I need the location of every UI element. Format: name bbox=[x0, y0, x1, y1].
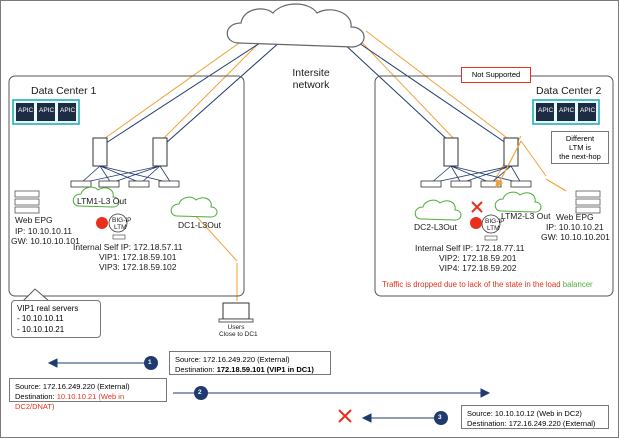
note-line2: LTM is bbox=[569, 143, 591, 152]
flow2-dest-prefix: Destination: bbox=[15, 391, 57, 401]
dc2-apic-cluster bbox=[532, 99, 600, 125]
dc2-spine-switches bbox=[443, 137, 519, 167]
apic-label: APIC bbox=[580, 107, 596, 114]
traffic-dropped-green: balancer bbox=[562, 280, 593, 289]
not-supported-text: Not Supported bbox=[471, 70, 521, 79]
dc1-f5-icon bbox=[96, 217, 108, 229]
dc1-ltm-label-top: BIG-IP bbox=[112, 217, 132, 224]
dc2-web-epg-label: Web EPG bbox=[556, 212, 594, 222]
dc2-ip: IP: 10.10.10.21 bbox=[546, 222, 604, 232]
flow2-number: 2 bbox=[198, 389, 202, 396]
dc1-leaf-mesh bbox=[80, 165, 172, 184]
dc1-vip1: VIP1: 172.18.59.101 bbox=[99, 252, 177, 262]
callout-title: VIP1 real servers bbox=[17, 304, 79, 313]
flow1-dest-prefix: Destination: bbox=[175, 364, 217, 374]
dc1-ip: IP: 10.10.10.11 bbox=[15, 226, 73, 236]
flow2-dest-value: 10.10.10.21 (Web in DC2/DNAT) bbox=[15, 391, 125, 411]
dc2-l3out-cloud bbox=[414, 199, 462, 221]
flow1-destination: Destination: 172.18.59.101 (VIP1 in DC1) bbox=[175, 365, 325, 375]
callout-item2: - 10.10.10.21 bbox=[17, 324, 65, 334]
vip1-real-servers-callout: VIP1 real servers - 10.10.10.11 - 10.10.… bbox=[11, 300, 101, 338]
apic-label: APIC bbox=[39, 107, 55, 114]
dc1-gw: GW: 10.10.10.101 bbox=[11, 236, 80, 246]
flow3-dest-value: 172.16.249.220 (External) bbox=[508, 418, 596, 428]
apic-label: APIC bbox=[60, 107, 76, 114]
dc2-gw: GW: 10.10.10.201 bbox=[541, 232, 610, 242]
users-label: Users Close to DC1 bbox=[219, 324, 258, 339]
intersite-network-label: Intersite network bbox=[288, 67, 334, 91]
dc1-spine-switches bbox=[92, 137, 168, 167]
users-line1: Users bbox=[227, 324, 245, 331]
network-label-line2: network bbox=[292, 79, 330, 92]
dc1-web-epg-label: Web EPG bbox=[15, 215, 53, 225]
dc1-ltm-circle bbox=[108, 213, 128, 233]
users-line2: Close to DC1 bbox=[219, 331, 258, 339]
note-line1: Different bbox=[565, 134, 595, 143]
flow3-dest-prefix: Destination: bbox=[467, 418, 509, 428]
dc1-ltm-l3out-cloud bbox=[72, 186, 120, 208]
flow3-number: 3 bbox=[438, 414, 442, 421]
flow3-box: Source: 10.10.10.12 (Web in DC2) Destina… bbox=[461, 405, 609, 429]
flow2-destination: Destination: 10.10.10.21 (Web in DC2/DNA… bbox=[15, 392, 161, 412]
dc1-l3out-label: DC1-L3Out bbox=[178, 220, 221, 230]
dc1-self-ip: Internal Self IP: 172.18.57.11 bbox=[73, 242, 183, 252]
flow2-box: Source: 172.16.249.220 (External) Destin… bbox=[9, 378, 167, 411]
dc2-ltm-circle bbox=[481, 214, 501, 234]
dc2-ltm-l3out-cloud bbox=[494, 191, 542, 213]
intersite-cloud bbox=[226, 3, 365, 48]
traffic-dropped-note: Traffic is dropped due to lack of the st… bbox=[382, 280, 593, 290]
apic-label: APIC bbox=[559, 107, 575, 114]
traffic-dropped-red: Traffic is dropped due to lack of the st… bbox=[382, 280, 561, 289]
dc2-ltm-label-top: BIG-IP bbox=[485, 218, 505, 225]
dc2-web-server-icon bbox=[575, 190, 601, 214]
flow3-drop-x-icon bbox=[338, 409, 352, 423]
dc1-ltm-label-bottom: LTM bbox=[114, 224, 127, 231]
flow1-box: Source: 172.16.249.220 (External) Destin… bbox=[169, 351, 331, 375]
flow1-number: 1 bbox=[148, 359, 152, 366]
callout-item1: - 10.10.10.11 bbox=[17, 314, 64, 324]
dc2-leaf-switches bbox=[420, 180, 532, 188]
note-line3: the next-hop bbox=[559, 152, 601, 161]
dc1-apic-cluster bbox=[12, 99, 80, 125]
dc2-vip2: VIP2: 172.18.59.201 bbox=[439, 253, 517, 263]
flow-arrows bbox=[47, 358, 491, 423]
dc2-leaf-mesh bbox=[430, 165, 522, 184]
apic-label: APIC bbox=[18, 107, 34, 114]
dc1-frame bbox=[8, 75, 245, 297]
dc2-vip4: VIP4: 172.18.59.202 bbox=[439, 263, 517, 273]
dc2-ltm-label-bottom: LTM bbox=[487, 225, 500, 232]
callout-tail bbox=[22, 288, 50, 302]
flow1-source: Source: 172.16.249.220 (External) bbox=[175, 355, 290, 364]
flow-number-circles bbox=[144, 356, 448, 425]
flow1-dest-value: 172.18.59.101 (VIP1 in DC1) bbox=[216, 364, 314, 374]
intersite-navy-links bbox=[105, 40, 507, 144]
users-laptop-icon bbox=[218, 302, 254, 323]
next-hop-note: Different LTM is the next-hop bbox=[551, 131, 609, 164]
dc2-l3out-label: DC2-L3Out bbox=[414, 222, 457, 232]
dc2-ltm-l3out-label: LTM2-L3 Out bbox=[501, 211, 551, 221]
dc1-title: Data Center 1 bbox=[31, 85, 97, 97]
dc2-drop-x-icon bbox=[471, 201, 483, 213]
flow2-source: Source: 172.16.249.220 (External) bbox=[15, 382, 130, 391]
dc1-vip3: VIP3: 172.18.59.102 bbox=[99, 262, 177, 272]
dc1-leaf-switches bbox=[70, 180, 180, 188]
dc1-l3out-cloud bbox=[170, 196, 218, 218]
dc1-ltm-l3out-label: LTM1-L3 Out bbox=[77, 196, 127, 206]
network-label-line1: Intersite bbox=[292, 67, 330, 79]
dc2-title: Data Center 2 bbox=[536, 85, 602, 97]
dc1-web-server-icon bbox=[14, 190, 40, 214]
dc2-self-ip: Internal Self IP: 172.18.77.11 bbox=[415, 243, 525, 253]
apic-label: APIC bbox=[538, 107, 554, 114]
flow3-destination: Destination: 172.16.249.220 (External) bbox=[467, 419, 603, 429]
dc2-f5-icon bbox=[470, 217, 482, 229]
not-supported-badge: Not Supported bbox=[461, 67, 531, 83]
flow3-source: Source: 10.10.10.12 (Web in DC2) bbox=[467, 409, 582, 418]
dc2-next-hop-arrows bbox=[495, 140, 567, 192]
